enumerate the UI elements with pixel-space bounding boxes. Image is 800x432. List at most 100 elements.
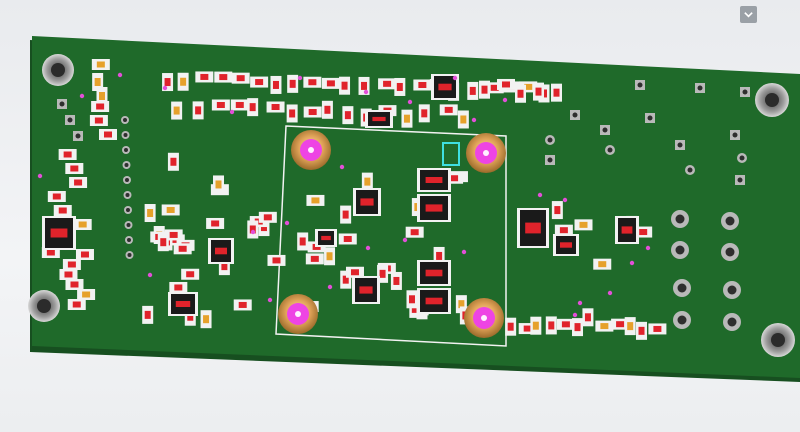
smd-passive[interactable] — [41, 247, 60, 258]
smd-passive[interactable] — [611, 318, 630, 330]
smd-passive[interactable] — [177, 72, 189, 91]
smd-passive[interactable] — [59, 269, 78, 280]
via[interactable] — [162, 85, 168, 91]
smd-passive[interactable] — [455, 295, 467, 314]
smd-passive[interactable] — [545, 316, 557, 335]
smd-passive[interactable] — [519, 81, 538, 93]
smd-passive[interactable] — [250, 76, 269, 88]
smd-passive[interactable] — [53, 205, 72, 216]
via[interactable] — [452, 75, 458, 81]
smd-passive[interactable] — [211, 99, 230, 111]
via[interactable] — [267, 297, 273, 303]
smd-passive[interactable] — [77, 289, 96, 300]
smd-passive[interactable] — [192, 101, 204, 120]
smd-passive[interactable] — [515, 84, 526, 103]
smd-passive[interactable] — [413, 79, 432, 91]
smd-passive[interactable] — [230, 99, 249, 111]
smd-passive[interactable] — [406, 290, 418, 309]
via[interactable] — [117, 72, 123, 78]
smd-passive[interactable] — [98, 129, 117, 140]
smd-passive[interactable] — [636, 321, 648, 340]
smd-passive[interactable] — [169, 281, 188, 293]
smd-passive[interactable] — [162, 73, 174, 92]
smd-passive[interactable] — [418, 104, 430, 123]
via[interactable] — [537, 192, 543, 198]
via[interactable] — [284, 220, 290, 226]
smd-passive[interactable] — [89, 115, 108, 126]
smd-passive[interactable] — [321, 77, 340, 89]
smd-passive[interactable] — [249, 216, 268, 228]
smd-passive[interactable] — [47, 191, 66, 202]
via[interactable] — [471, 117, 477, 123]
via[interactable] — [339, 164, 345, 170]
via[interactable] — [402, 237, 408, 243]
via[interactable] — [502, 97, 508, 103]
via[interactable] — [363, 89, 369, 95]
smd-passive[interactable] — [556, 318, 575, 330]
smd-passive[interactable] — [445, 172, 464, 184]
smd-passive[interactable] — [270, 75, 282, 94]
via[interactable] — [461, 249, 467, 255]
smd-passive[interactable] — [648, 323, 667, 335]
smd-passive[interactable] — [233, 299, 252, 311]
smd-passive[interactable] — [206, 217, 225, 229]
smd-passive[interactable] — [142, 305, 154, 324]
via[interactable] — [250, 229, 256, 235]
smd-passive[interactable] — [65, 279, 84, 290]
smd-passive[interactable] — [358, 76, 370, 95]
smd-passive[interactable] — [394, 77, 406, 96]
smd-passive[interactable] — [214, 71, 233, 83]
smd-passive[interactable] — [305, 253, 324, 265]
smd-passive[interactable] — [433, 246, 445, 265]
smd-passive[interactable] — [96, 87, 108, 105]
smd-passive[interactable] — [195, 71, 214, 83]
smd-passive[interactable] — [218, 257, 230, 276]
smd-passive[interactable] — [167, 152, 179, 171]
smd-passive[interactable] — [62, 259, 81, 270]
smd-passive[interactable] — [340, 205, 352, 224]
smd-passive[interactable] — [75, 249, 94, 260]
smd-passive[interactable] — [267, 254, 286, 266]
smd-passive[interactable] — [345, 266, 364, 278]
smd-passive[interactable] — [530, 316, 542, 335]
smd-passive[interactable] — [554, 224, 573, 236]
smd-passive[interactable] — [377, 264, 389, 283]
smd-passive[interactable] — [287, 74, 299, 93]
smd-passive[interactable] — [401, 109, 413, 128]
smd-passive[interactable] — [574, 219, 593, 231]
via[interactable] — [562, 197, 568, 203]
smd-passive[interactable] — [572, 318, 584, 337]
smd-passive[interactable] — [361, 172, 373, 191]
via[interactable] — [572, 312, 578, 318]
via[interactable] — [229, 109, 235, 115]
via[interactable] — [645, 245, 651, 251]
via[interactable] — [327, 284, 333, 290]
smd-passive[interactable] — [303, 106, 322, 118]
via[interactable] — [79, 93, 85, 99]
smd-passive[interactable] — [247, 98, 259, 117]
smd-passive[interactable] — [258, 211, 277, 223]
smd-passive[interactable] — [634, 226, 653, 238]
smd-passive[interactable] — [231, 72, 250, 84]
smd-passive[interactable] — [303, 76, 322, 88]
smd-passive[interactable] — [533, 82, 544, 101]
smd-passive[interactable] — [593, 258, 612, 270]
smd-passive[interactable] — [518, 323, 537, 335]
view-menu-button[interactable] — [740, 6, 757, 23]
smd-passive[interactable] — [144, 204, 156, 223]
smd-passive[interactable] — [67, 299, 86, 310]
via[interactable] — [365, 245, 371, 251]
smd-passive[interactable] — [467, 81, 479, 100]
smd-passive[interactable] — [286, 104, 298, 123]
smd-passive[interactable] — [409, 299, 421, 318]
smd-passive[interactable] — [390, 271, 402, 290]
smd-passive[interactable] — [338, 233, 357, 245]
smd-passive[interactable] — [551, 201, 563, 220]
via[interactable] — [407, 99, 413, 105]
smd-passive[interactable] — [157, 233, 169, 252]
smd-passive[interactable] — [91, 101, 110, 112]
smd-passive[interactable] — [92, 73, 104, 91]
smd-passive[interactable] — [339, 76, 351, 95]
smd-passive[interactable] — [457, 110, 469, 129]
